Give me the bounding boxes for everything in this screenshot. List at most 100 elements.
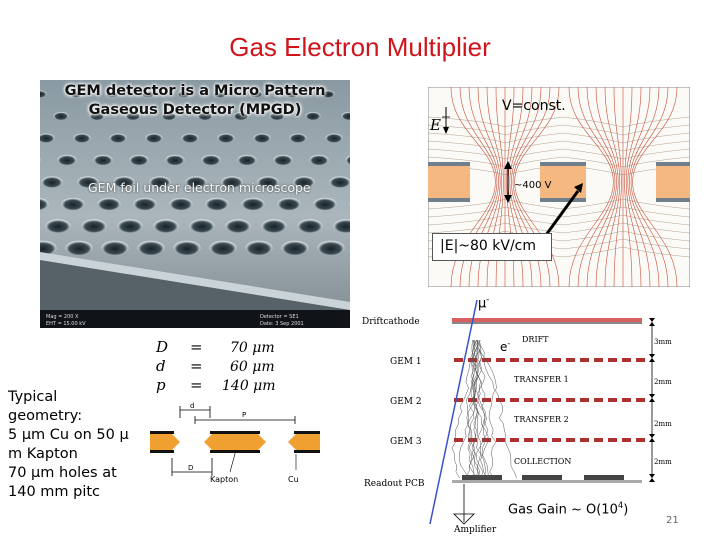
gem-segment xyxy=(552,398,561,402)
foil-hole xyxy=(173,240,201,256)
foil-hole xyxy=(245,240,273,256)
gain-exponent: 4 xyxy=(617,500,624,510)
foil-hole xyxy=(41,176,63,188)
gem-segment xyxy=(496,358,505,362)
foil-hole xyxy=(149,176,171,188)
foil-hole xyxy=(40,197,49,211)
gap-transfer2: TRANSFER 2 xyxy=(514,415,569,424)
dimension-arrow xyxy=(649,438,655,442)
eq-sym-p: p xyxy=(156,376,166,394)
gas-gain-label: Gas Gain ~ O(104) xyxy=(508,500,628,517)
equipotential-line xyxy=(428,132,690,144)
foil-hole xyxy=(225,219,251,233)
electron-symbol: e xyxy=(500,340,508,354)
foil-hole xyxy=(197,111,213,121)
gem-segment xyxy=(482,398,491,402)
typical-line: m Kapton xyxy=(8,446,78,462)
dimension-arrow xyxy=(649,354,655,358)
gem-segment xyxy=(524,398,533,402)
equipotential-line xyxy=(428,140,690,152)
v-const-label: V=const. xyxy=(502,98,566,114)
field-line xyxy=(604,87,621,287)
typical-geometry-text: Typical geometry: 5 μm Cu on 50 μ m Kapt… xyxy=(8,388,148,502)
foil-hole xyxy=(129,154,149,166)
gem-segment xyxy=(510,438,519,442)
gem-segment xyxy=(594,438,603,442)
typical-line: 140 mm pitc xyxy=(8,484,101,500)
dimension-arrow xyxy=(649,322,655,326)
foil-hole xyxy=(317,240,345,256)
foil-hole xyxy=(281,240,309,256)
gem-segment xyxy=(566,438,575,442)
field-line xyxy=(627,87,651,287)
foil-hole xyxy=(325,133,343,143)
foil-hole xyxy=(309,154,329,166)
foil-hole xyxy=(289,133,307,143)
gem-segment xyxy=(524,358,533,362)
micrograph-overlay-label: GEM foil under electron microscope xyxy=(88,180,311,195)
voltage-label: ~400 V xyxy=(514,180,552,191)
electron-track xyxy=(471,339,486,479)
foil-hole xyxy=(153,219,179,233)
equipotential-line xyxy=(428,148,690,160)
foil-hole xyxy=(93,154,113,166)
gap-transfer1: TRANSFER 1 xyxy=(514,375,569,384)
muon-label: μ- xyxy=(478,294,489,311)
foil-hole xyxy=(133,197,157,211)
gem-segment xyxy=(636,398,645,402)
foil-hole xyxy=(169,197,193,211)
foil-hole xyxy=(241,197,265,211)
dim-d-big: D xyxy=(188,464,193,472)
dimension-arrow xyxy=(649,478,655,482)
foil-hole xyxy=(81,219,107,233)
gain-text: Gas Gain ~ O(10 xyxy=(508,502,618,518)
foil-hole xyxy=(189,219,215,233)
kapton-label: Kapton xyxy=(210,475,238,484)
gem-segment xyxy=(538,438,547,442)
gem-segment xyxy=(608,398,617,402)
gem-segment xyxy=(538,398,547,402)
sem-info-date: Date: 3 Sep 2001 xyxy=(260,321,304,327)
foil-hole xyxy=(40,240,57,256)
dimension-arrow xyxy=(649,318,655,322)
foil-hole xyxy=(45,219,71,233)
typical-line: 5 μm Cu on 50 μ xyxy=(8,427,129,443)
electron-track xyxy=(470,339,482,479)
foil-hole xyxy=(69,90,83,98)
e-field-label: |E|~80 kV/cm xyxy=(440,238,537,254)
foil-hole xyxy=(213,90,227,98)
gap-collection: COLLECTION xyxy=(514,457,571,466)
gem-segment xyxy=(454,438,463,442)
gem-segment xyxy=(566,398,575,402)
foil-hole xyxy=(285,90,299,98)
field-line xyxy=(577,87,616,287)
foil-hole xyxy=(97,197,121,211)
eq-sym-d-big: D xyxy=(155,338,168,356)
muon-symbol: μ xyxy=(478,296,487,312)
foil-hole xyxy=(40,90,47,98)
gem-segment xyxy=(524,438,533,442)
sem-info-mag: Mag = 200 X xyxy=(46,314,79,320)
field-line xyxy=(629,87,660,287)
dimension-arrow xyxy=(649,358,655,362)
eq-val-d-small: 60 μm xyxy=(230,359,275,375)
foil-hole xyxy=(177,90,191,98)
gem-segment xyxy=(454,358,463,362)
field-line xyxy=(632,87,678,287)
gem-segment xyxy=(482,438,491,442)
typical-line: Typical xyxy=(8,389,58,405)
foil-hole xyxy=(297,219,323,233)
dimension-arrow xyxy=(649,394,655,398)
equipotential-line xyxy=(428,222,690,234)
size-transfer2: 2mm xyxy=(654,420,672,428)
gem-segment xyxy=(608,438,617,442)
typical-line: 70 μm holes at xyxy=(8,465,117,481)
field-line xyxy=(625,87,642,287)
electron-track xyxy=(476,339,517,479)
foil-hole xyxy=(201,154,221,166)
foil-hole xyxy=(277,197,301,211)
foil-hole xyxy=(57,154,77,166)
foil-hole xyxy=(293,176,315,188)
foil-hole xyxy=(261,219,287,233)
foil-hole xyxy=(249,90,263,98)
